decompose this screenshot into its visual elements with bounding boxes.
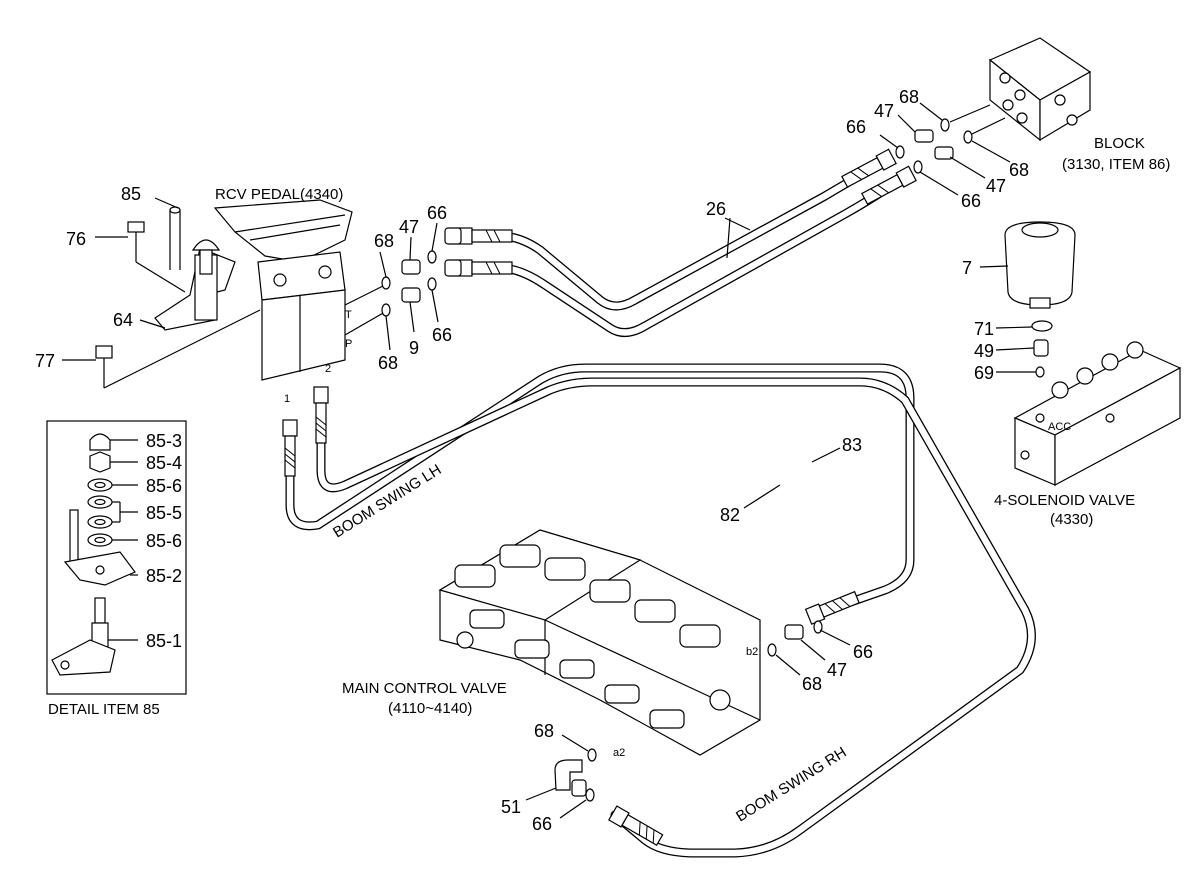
accumulator-7 (1004, 221, 1076, 309)
rcv-pedal (213, 199, 353, 381)
hose-26-lower (463, 175, 905, 337)
callout-71: 71 (974, 319, 994, 339)
port-a2-label: a2 (613, 747, 625, 759)
component-labels: RCV PEDAL(4340) BLOCK (3130, ITEM 86) 4-… (48, 135, 1170, 825)
callout-82: 82 (720, 505, 740, 525)
boom-swing-rh-label: BOOM SWING RH (733, 744, 849, 826)
port-t-label: T (345, 309, 352, 321)
solenoid-fittings (1031, 320, 1053, 378)
hose-boom-swing-lh (285, 363, 915, 610)
callout-47-block-bot: 47 (986, 176, 1006, 196)
callout-68-pedal-top: 68 (374, 231, 394, 251)
detail-label-85-3: 85-3 (146, 431, 182, 451)
callout-9: 9 (409, 338, 419, 358)
callout-49: 49 (974, 341, 994, 361)
detail-label-85-6-bot: 85-6 (146, 531, 182, 551)
callout-47-pedal: 47 (399, 217, 419, 237)
detail-label-85-6-top: 85-6 (146, 476, 182, 496)
block-fittings (895, 104, 1006, 174)
block-label: BLOCK (1094, 135, 1145, 152)
main-control-valve-label: MAIN CONTROL VALVE (342, 680, 507, 697)
pedal-fittings (381, 227, 462, 317)
hose-boom-swing-rh (316, 377, 1036, 858)
hose-26-upper (463, 159, 885, 311)
solenoid-valve-label: 4-SOLENOID VALVE (994, 492, 1135, 509)
callout-7: 7 (962, 258, 972, 278)
solenoid-valve-4330: ACC (1013, 341, 1182, 487)
leader-lines (62, 102, 1036, 819)
callout-66-pedal-top: 66 (427, 203, 447, 223)
detail-item-85-box (46, 420, 187, 695)
detail-label-85-4: 85-4 (146, 453, 182, 473)
callout-77: 77 (35, 351, 55, 371)
port-b2-label: b2 (746, 646, 758, 658)
callout-68-mcv-a2: 68 (534, 721, 554, 741)
block-3130 (988, 37, 1092, 142)
detail-label-85-5: 85-5 (146, 503, 182, 523)
port-1-label: 1 (284, 393, 290, 405)
callout-69: 69 (974, 363, 994, 383)
main-control-valve: b2 a2 (438, 529, 761, 759)
detail-item-85-label: DETAIL ITEM 85 (48, 701, 160, 718)
callout-64: 64 (113, 310, 133, 330)
main-control-ref-label: (4110~4140) (388, 700, 472, 717)
detail-item-85-labels: 85-3 85-4 85-6 85-5 85-6 85-2 85-1 (146, 431, 182, 651)
callout-66-mcv-bot: 66 (532, 814, 552, 834)
pedal-port-marks: T P 1 2 (284, 284, 386, 405)
callout-66-block-bot: 66 (961, 191, 981, 211)
port-p-label: P (345, 338, 352, 350)
rcv-pedal-label: RCV PEDAL(4340) (215, 186, 343, 203)
port-acc-label: ACC (1048, 421, 1071, 433)
callout-68-pedal-bot: 68 (378, 353, 398, 373)
hose-end-fittings (282, 148, 917, 847)
callout-68-block-top: 68 (899, 87, 919, 107)
callout-68-mcv-b2: 68 (802, 674, 822, 694)
detail-label-85-1: 85-1 (146, 631, 182, 651)
callout-66-block-left: 66 (846, 117, 866, 137)
mcv-fittings (554, 620, 823, 802)
callout-numbers: 85 76 64 77 68 47 66 9 66 68 26 66 47 68… (35, 87, 1029, 834)
callout-26: 26 (706, 199, 726, 219)
port-2-label: 2 (325, 363, 331, 375)
callout-47-mcv: 47 (827, 660, 847, 680)
detail-label-85-2: 85-2 (146, 566, 182, 586)
callout-51: 51 (501, 797, 521, 817)
block-ref-label: (3130, ITEM 86) (1062, 156, 1170, 173)
callout-68-block-right: 68 (1009, 160, 1029, 180)
callout-66-pedal-bot: 66 (432, 325, 452, 345)
callout-76: 76 (66, 229, 86, 249)
callout-85: 85 (121, 184, 141, 204)
callout-83: 83 (842, 435, 862, 455)
callout-47-block-top: 47 (874, 101, 894, 121)
pedal-mounting-hardware (95, 206, 261, 389)
callout-66-mcv-right: 66 (853, 642, 873, 662)
solenoid-ref-label: (4330) (1050, 511, 1093, 528)
